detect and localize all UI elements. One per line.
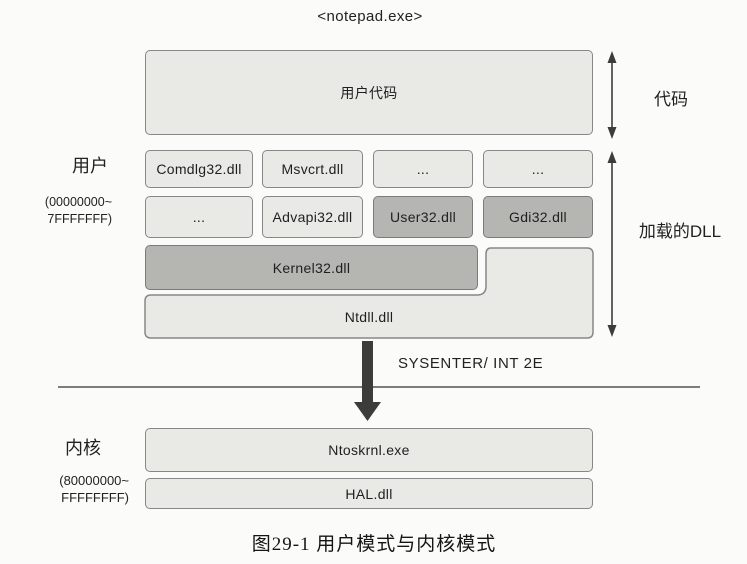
loaded-dll-bracket-label: 加载的DLL <box>638 222 722 241</box>
dll-box-ellipsis-3: ... <box>145 196 253 238</box>
figure-caption: 图29-1 用户模式与内核模式 <box>251 534 497 555</box>
user-mode-label: 用户 <box>72 156 108 176</box>
user-code-box: 用户代码 <box>145 50 593 135</box>
user-address-line1: (00000000~ <box>44 195 112 209</box>
dll-box-gdi32: Gdi32.dll <box>483 196 593 238</box>
kernel-box-hal: HAL.dll <box>145 478 593 509</box>
syscall-down-arrow-icon <box>354 341 381 421</box>
kernel-address-range: (80000000~ FFFFFFFF) <box>33 472 129 506</box>
kernel-address-line1: (80000000~ <box>59 473 129 488</box>
kernel-address-line2: FFFFFFFF) <box>61 490 129 505</box>
dll-box-comdlg32: Comdlg32.dll <box>145 150 253 188</box>
dll-box-ellipsis-2: ... <box>483 150 593 188</box>
kernel-box-ntoskrnl: Ntoskrnl.exe <box>145 428 593 472</box>
dll-box-ellipsis-1: ... <box>373 150 473 188</box>
figure-title: <notepad.exe> <box>317 8 423 25</box>
syscall-instruction-label: SYSENTER/ INT 2E <box>398 355 544 372</box>
code-extent-arrow-icon <box>607 51 617 139</box>
kernel-mode-label: 内核 <box>65 438 101 458</box>
code-bracket-label: 代码 <box>654 90 688 109</box>
user-address-line2: 7FFFFFFF) <box>47 212 112 226</box>
dll-box-ntdll-label: Ntdll.dll <box>344 308 394 325</box>
dll-box-advapi32: Advapi32.dll <box>262 196 363 238</box>
dll-extent-arrow-icon <box>607 151 617 337</box>
ntdll-lshape <box>144 247 594 339</box>
dll-box-msvcrt: Msvcrt.dll <box>262 150 363 188</box>
dll-box-kernel32: Kernel32.dll <box>145 245 478 290</box>
dll-box-user32: User32.dll <box>373 196 473 238</box>
user-address-range: (00000000~ 7FFFFFFF) <box>22 194 112 228</box>
